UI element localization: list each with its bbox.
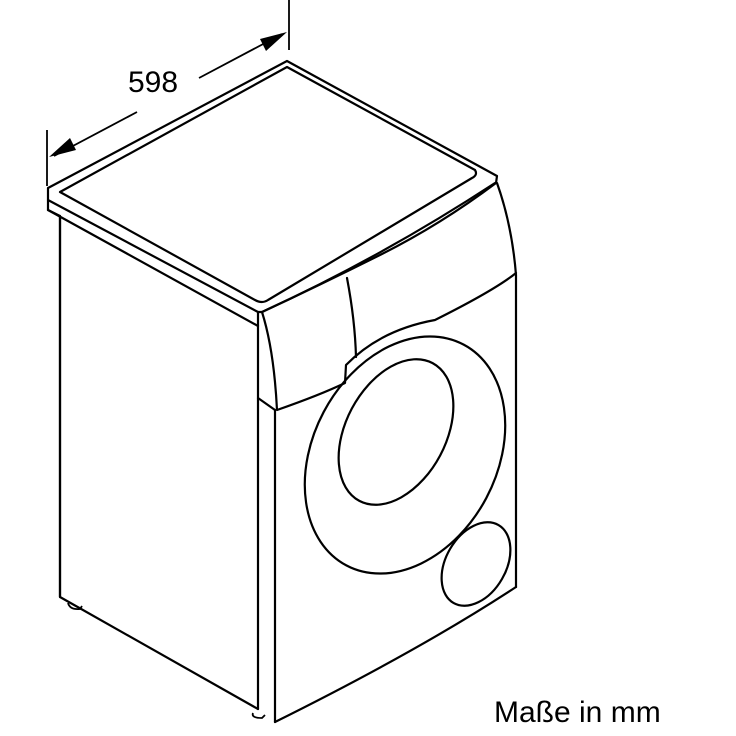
top-inner-panel bbox=[58, 65, 478, 304]
door-outer-ring bbox=[303, 335, 507, 575]
service-hatch bbox=[440, 521, 512, 607]
door-glass bbox=[337, 358, 455, 506]
top-outer-edge bbox=[46, 59, 499, 314]
width-dimension-line bbox=[46, 0, 290, 186]
control-panel bbox=[260, 271, 518, 412]
arrow-left-icon bbox=[49, 138, 76, 157]
detergent-drawer-edge bbox=[345, 276, 358, 359]
left-side-panel bbox=[46, 198, 260, 711]
width-dimension-label: 598 bbox=[128, 66, 179, 99]
units-note: Maße in mm bbox=[494, 696, 661, 729]
foot-left bbox=[67, 602, 83, 611]
foot-front bbox=[251, 712, 266, 719]
arrow-right-icon bbox=[260, 32, 287, 51]
